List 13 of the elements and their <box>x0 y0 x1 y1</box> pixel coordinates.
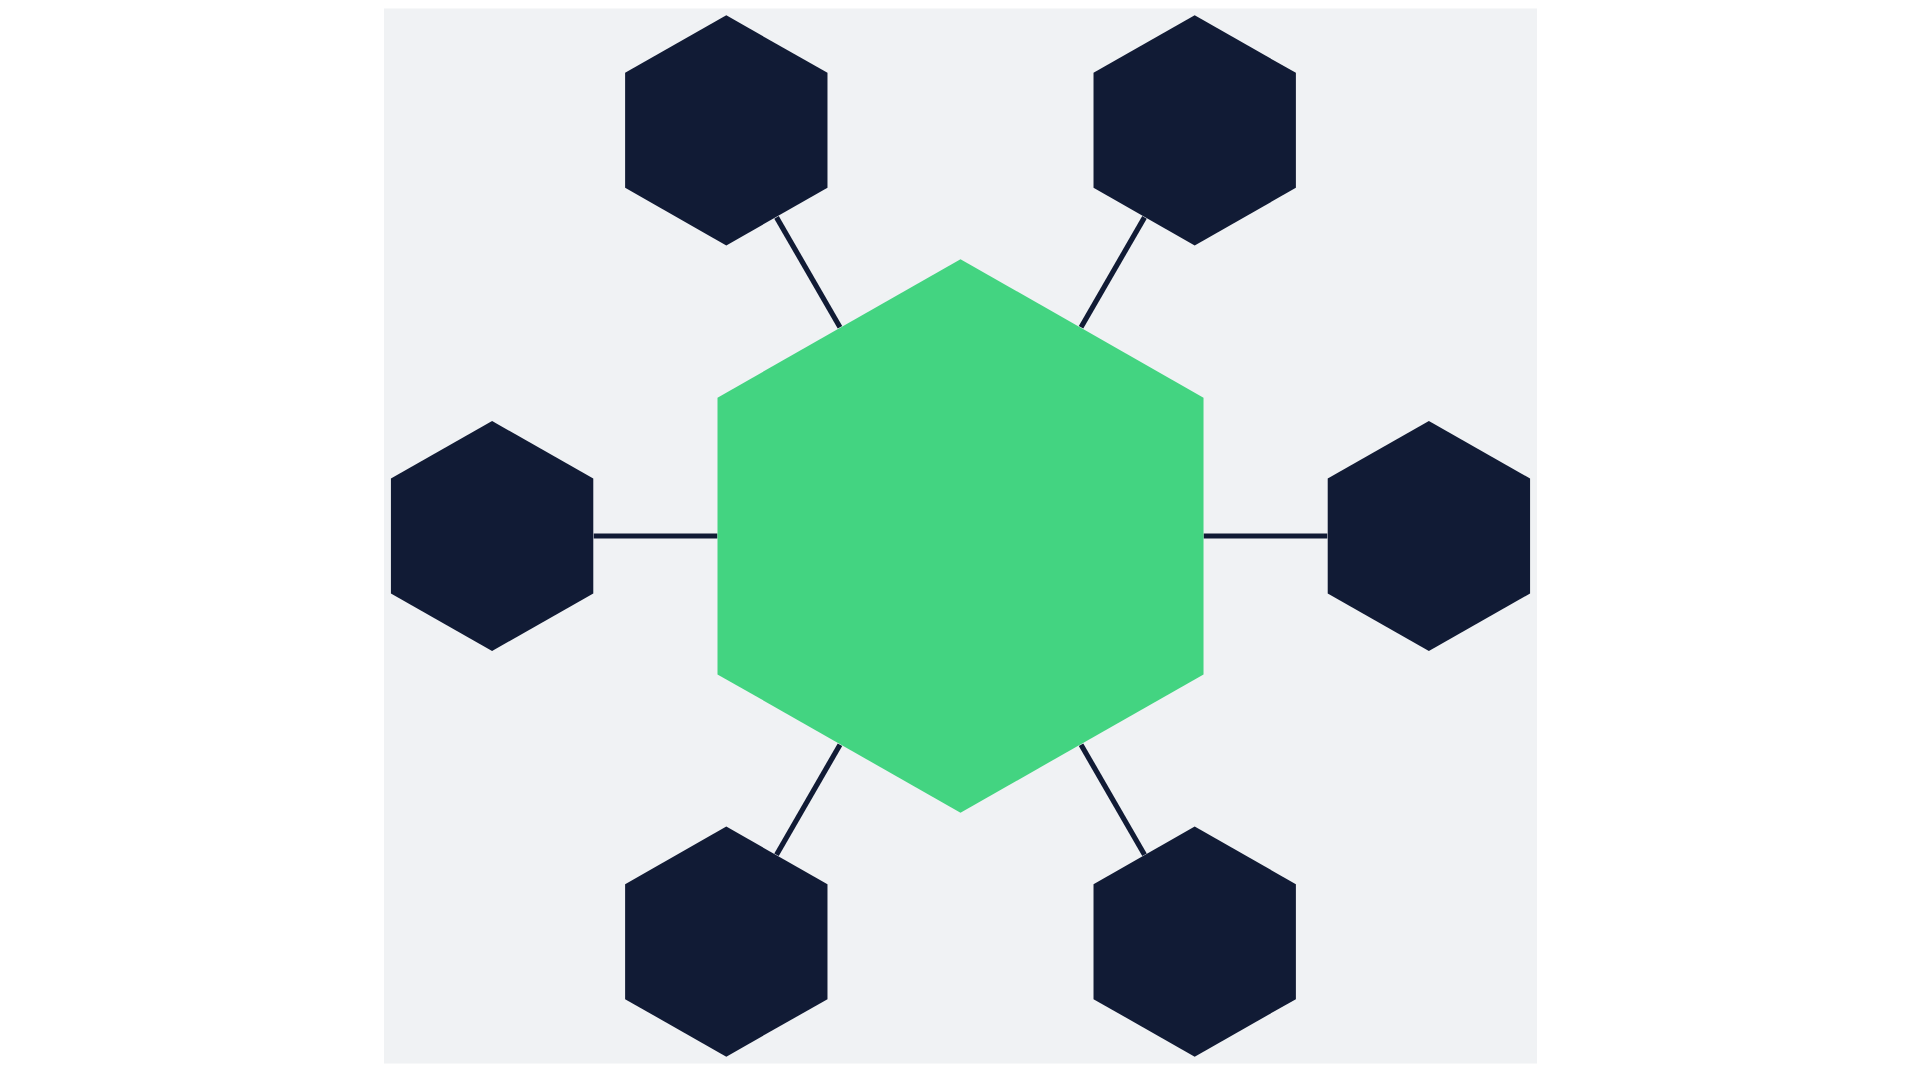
connector <box>1078 216 1147 329</box>
connector <box>1203 533 1327 539</box>
node-hexagon <box>624 826 827 1057</box>
node-hexagon <box>1093 15 1296 246</box>
connector <box>1078 743 1147 856</box>
connector <box>773 216 842 329</box>
node-hexagon <box>1327 421 1530 652</box>
node-hexagon <box>1093 826 1296 1057</box>
node-hexagon <box>624 15 827 246</box>
node-hexagon <box>717 259 1203 813</box>
node-hexagon <box>390 421 593 652</box>
connector <box>773 743 842 856</box>
connector <box>593 533 717 539</box>
